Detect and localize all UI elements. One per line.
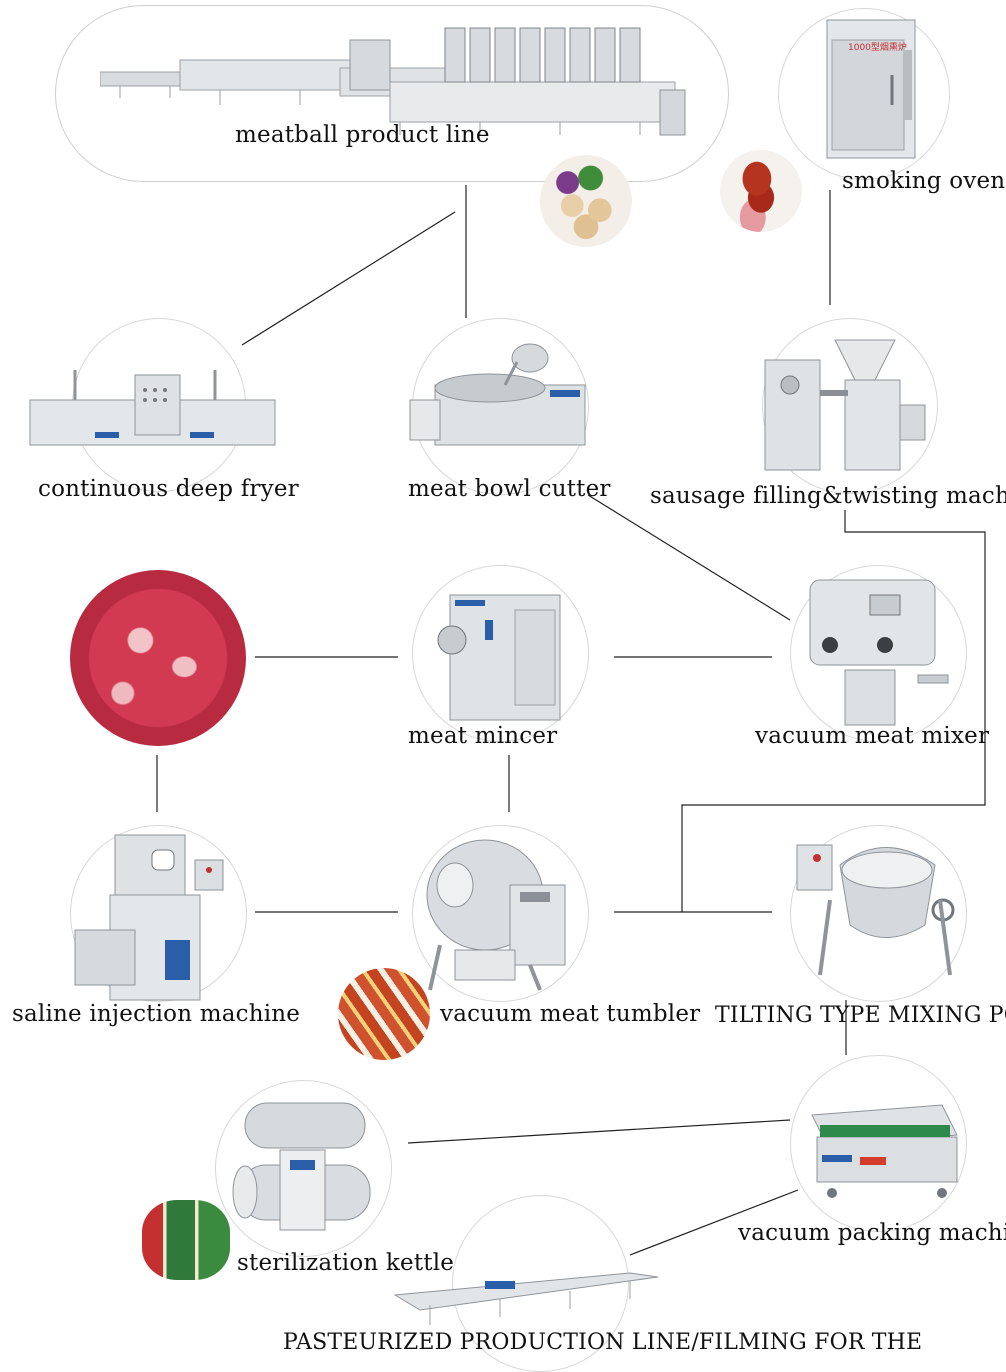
meatball-line-machine [100, 27, 686, 136]
mixer-machine [809, 579, 949, 726]
deep-fryer-machine [29, 370, 276, 446]
mincer-machine [437, 594, 561, 721]
bowl-cutter-machine [409, 343, 586, 446]
line-fryer-to-meatball [241, 211, 456, 346]
mixing-pot-machine [796, 844, 955, 976]
deep-fryer-label: continuous deep fryer [38, 476, 299, 502]
meatball-food-image [540, 155, 632, 247]
injector-label: saline injection machine [12, 1001, 301, 1027]
pasteurizer-machine [393, 1272, 659, 1325]
mixing-pot-label: TILTING TYPE MIXING POT [715, 1003, 1006, 1028]
mixer-label: vacuum meat mixer [755, 723, 990, 749]
smoking-oven-machine [826, 19, 916, 159]
canned-goods-image [142, 1200, 230, 1280]
tumbler-machine [426, 839, 566, 991]
skewers-food-image [338, 968, 430, 1060]
injector-machine [74, 834, 224, 1001]
bowl-cutter-label: meat bowl cutter [408, 476, 611, 502]
sausage-filler-machine [764, 339, 926, 471]
sausage-food-image [720, 150, 802, 232]
sausage-filler-label: sausage filling&twisting machine [650, 483, 1006, 509]
meatball-line-label: meatball product line [235, 122, 490, 148]
tumbler-label: vacuum meat tumbler [440, 1001, 701, 1027]
sterilizer-machine [232, 1102, 371, 1231]
pasteurizer-label: PASTEURIZED PRODUCTION LINE/FILMING FOR … [283, 1330, 923, 1355]
raw-meat-image [70, 570, 246, 746]
mincer-label: meat mincer [408, 723, 558, 749]
packer-machine [811, 1104, 958, 1198]
oven-panel-text: 1000型烟熏炉 [848, 43, 907, 53]
packer-label: vacuum packing machine [738, 1220, 1006, 1246]
line-filler-to-mixer [681, 510, 986, 912]
sterilizer-label: sterilization kettle [237, 1250, 455, 1276]
line-packer-to-pasteurizer [629, 1189, 799, 1256]
line-packer-to-sterilizer [407, 1119, 791, 1144]
line-cutter-to-mixer [587, 494, 791, 621]
smoking-oven-label: smoking oven [842, 168, 1006, 194]
